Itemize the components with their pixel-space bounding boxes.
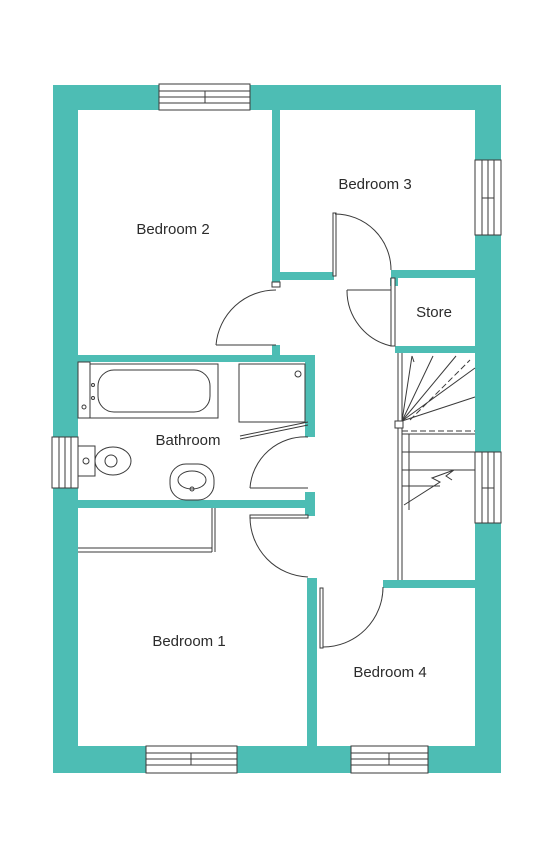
wall-bed2-stub	[272, 345, 280, 355]
toilet	[77, 445, 132, 477]
wall-bed1-bed4	[307, 578, 317, 746]
outer-wall-top-right	[250, 85, 501, 110]
wardrobe	[78, 508, 216, 553]
wall-bed2-bed3	[272, 110, 280, 282]
shower-tray	[238, 363, 306, 423]
wash-basin	[169, 463, 215, 501]
outer-walls	[53, 85, 501, 773]
window-right-upper	[474, 159, 502, 236]
wall-bed3-bottom	[272, 272, 334, 280]
wall-bath-top	[78, 355, 308, 362]
window-bottom-left	[145, 745, 238, 774]
door-bedroom-1	[249, 514, 309, 578]
outer-wall-bottom-1	[53, 746, 146, 773]
outer-wall-bottom-3	[428, 746, 501, 773]
room-labels: Bedroom 2 Bedroom 3 Store Bathroom Bedro…	[136, 176, 452, 681]
outer-wall-right-1	[475, 85, 501, 160]
wall-bath-right-low	[305, 492, 315, 516]
bathroom-fixtures	[77, 361, 306, 501]
door-bedroom-3	[332, 212, 392, 277]
windows	[51, 83, 502, 774]
window-left	[51, 436, 79, 489]
wall-bed4-top	[383, 580, 475, 588]
outer-wall-right-2	[475, 235, 501, 452]
outer-wall-bottom-2	[237, 746, 351, 773]
wall-bath-bottom	[78, 500, 308, 508]
label-bedroom-2: Bedroom 2	[136, 221, 209, 238]
doors	[215, 212, 396, 649]
staircase	[394, 353, 476, 580]
label-bedroom-3: Bedroom 3	[338, 176, 411, 193]
outer-wall-left-lower	[53, 488, 78, 773]
door-store	[346, 277, 396, 347]
wall-bed3-bottom-right	[391, 270, 475, 278]
label-store: Store	[416, 304, 452, 321]
window-top	[158, 83, 251, 111]
label-bathroom: Bathroom	[155, 432, 220, 449]
wall-store-bottom	[395, 346, 475, 353]
window-right-lower	[474, 451, 502, 524]
label-bedroom-1: Bedroom 1	[152, 633, 225, 650]
outer-wall-left-upper	[53, 85, 78, 437]
door-bedroom-2	[215, 281, 281, 346]
door-bedroom-4	[319, 586, 384, 649]
outer-wall-right-3	[475, 523, 501, 773]
bathtub	[77, 361, 219, 419]
label-bedroom-4: Bedroom 4	[353, 664, 426, 681]
door-bathroom	[239, 421, 309, 489]
inner-walls	[78, 110, 475, 746]
window-bottom-right	[350, 745, 429, 774]
wall-bath-right	[305, 355, 315, 437]
